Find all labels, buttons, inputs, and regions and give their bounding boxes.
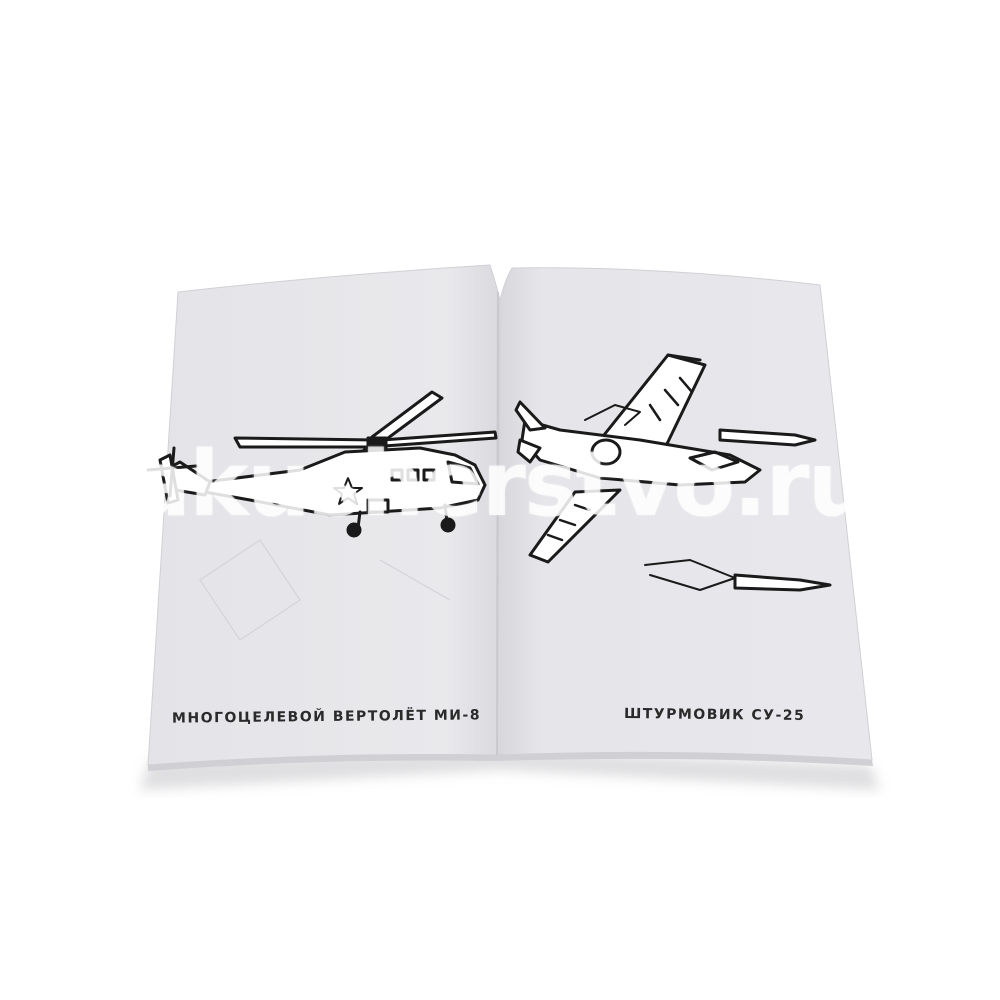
- watermark-text: akusherstvo.ru: [130, 432, 871, 537]
- faint-background-sketch: [198, 538, 451, 642]
- watermark-dot: [876, 462, 886, 472]
- watermark-dot: [858, 448, 872, 462]
- aircraft-illustration: [514, 353, 832, 592]
- helicopter-illustration: [146, 390, 498, 538]
- page-edge: [148, 752, 873, 771]
- left-page-caption: МНОГОЦЕЛЕВОЙ ВЕРТОЛЁТ МИ-8: [171, 707, 482, 727]
- right-page-caption: ШТУРМОВИК СУ-25: [623, 706, 806, 724]
- watermark-dot: [866, 478, 884, 496]
- book-spine: [496, 291, 499, 756]
- right-page: [496, 267, 873, 761]
